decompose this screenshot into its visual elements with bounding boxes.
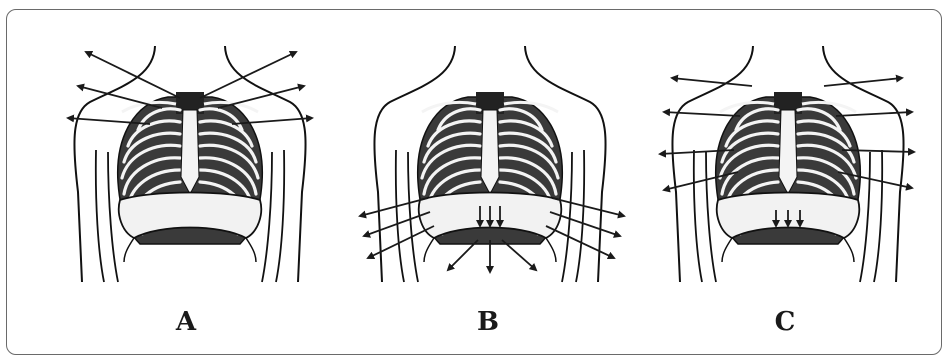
panel-label-a: A [166, 307, 206, 337]
panel-label-b: B [468, 307, 508, 337]
panel-label-c: C [765, 307, 805, 337]
panel-a-ribcage [74, 46, 305, 282]
